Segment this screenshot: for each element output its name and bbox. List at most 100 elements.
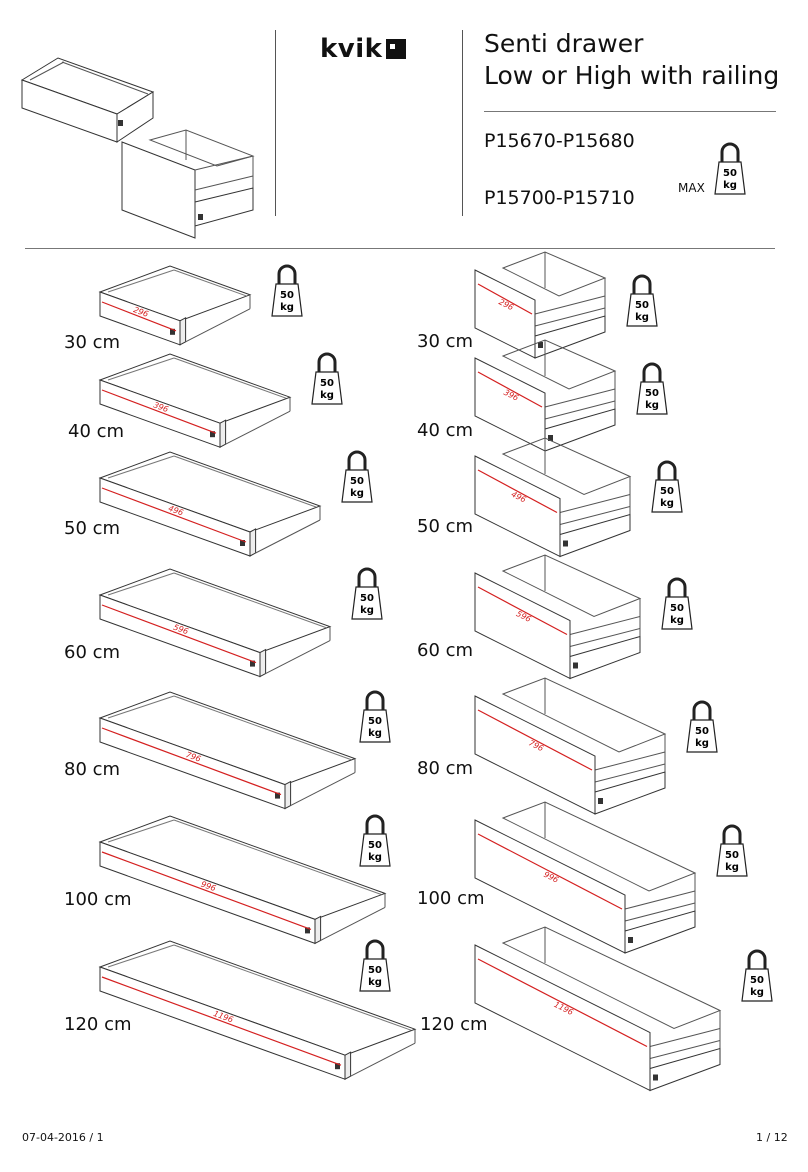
- drawer-size-label: 100 cm: [417, 888, 485, 909]
- max-label: MAX: [678, 181, 705, 195]
- drawer-size-label: 40 cm: [68, 421, 125, 442]
- header-separator: [25, 248, 775, 249]
- drawer-size-label: 80 cm: [64, 759, 121, 780]
- low-weight-unit: kg: [280, 302, 294, 313]
- high-weight-unit: kg: [725, 862, 739, 873]
- low-weight-value: 50: [350, 476, 364, 487]
- brand-logo: kvik: [320, 34, 407, 64]
- dimension-line: 396: [101, 389, 217, 434]
- drawer-size-label: 40 cm: [417, 420, 474, 441]
- low-weight-unit: kg: [350, 488, 364, 499]
- high-weight-unit: kg: [695, 738, 709, 749]
- low-drawer-shape: [98, 815, 387, 945]
- footer-date: 07-04-2016 / 1: [22, 1131, 104, 1144]
- high-weight-value: 50: [645, 388, 659, 399]
- high-drawer-shape: [474, 437, 632, 558]
- low-weight-value: 50: [280, 290, 294, 301]
- dimension-line: 496: [101, 487, 247, 543]
- low-drawer-shape: [98, 691, 357, 810]
- low-weight-value: 50: [368, 840, 382, 851]
- header-high-drawer-illustration: [121, 129, 255, 239]
- product-code-high: P15700-P15710: [484, 187, 635, 209]
- title-underline: [484, 111, 776, 112]
- low-weight-unit: kg: [320, 390, 334, 401]
- low-drawer-shape: [98, 940, 417, 1081]
- drawer-size-label: 80 cm: [417, 758, 474, 779]
- drawer-size-label: 60 cm: [64, 642, 121, 663]
- max-weight-value: 50: [723, 168, 737, 179]
- footer-page-number: 1 / 12: [756, 1131, 788, 1144]
- low-drawer-shape: [98, 265, 252, 346]
- high-weight-value: 50: [725, 850, 739, 861]
- drawer-size-label: 30 cm: [64, 332, 121, 353]
- drawer-size-label: 50 cm: [417, 516, 474, 537]
- high-weight-value: 50: [635, 300, 649, 311]
- drawer-size-label: 30 cm: [417, 331, 474, 352]
- low-weight-value: 50: [320, 378, 334, 389]
- low-weight-value: 50: [360, 593, 374, 604]
- high-weight-unit: kg: [670, 615, 684, 626]
- product-code-low: P15670-P15680: [484, 130, 635, 152]
- high-weight-unit: kg: [645, 400, 659, 411]
- header-low-drawer-illustration: [20, 57, 155, 143]
- high-drawer-shape: [474, 251, 607, 359]
- high-weight-value: 50: [695, 726, 709, 737]
- low-weight-unit: kg: [360, 605, 374, 616]
- drawer-size-label: 100 cm: [64, 889, 132, 910]
- brand-name: kvik: [320, 34, 383, 64]
- low-drawer-shape: [98, 451, 322, 557]
- header-divider-right: [462, 30, 463, 216]
- high-weight-value: 50: [750, 975, 764, 986]
- dimension-line: 996: [101, 851, 312, 930]
- dimension-line: 596: [101, 604, 257, 664]
- drawer-size-label: 120 cm: [64, 1014, 132, 1035]
- low-weight-unit: kg: [368, 728, 382, 739]
- max-weight-unit: kg: [723, 180, 737, 191]
- title-line-2: Low or High with railing: [484, 61, 780, 90]
- high-weight-unit: kg: [635, 312, 649, 323]
- high-drawer-shape: [474, 339, 617, 452]
- low-weight-value: 50: [368, 965, 382, 976]
- dimension-line: 1196: [101, 976, 342, 1066]
- low-drawer-shape: [98, 353, 292, 449]
- header-divider-left: [275, 30, 276, 216]
- max-weight-icon: 50 kg: [714, 142, 746, 195]
- low-weight-unit: kg: [368, 977, 382, 988]
- brand-square-icon: [386, 39, 407, 59]
- low-weight-unit: kg: [368, 852, 382, 863]
- page-title: Senti drawer Low or High with railing: [484, 28, 779, 92]
- high-drawer-shape: [474, 554, 642, 680]
- high-weight-value: 50: [670, 603, 684, 614]
- drawer-size-label: 60 cm: [417, 640, 474, 661]
- drawer-size-label: 120 cm: [420, 1014, 488, 1035]
- high-weight-unit: kg: [750, 987, 764, 998]
- high-weight-unit: kg: [660, 498, 674, 509]
- high-drawer-shape: [474, 926, 722, 1092]
- low-weight-value: 50: [368, 716, 382, 727]
- dimension-line: 296: [101, 301, 177, 332]
